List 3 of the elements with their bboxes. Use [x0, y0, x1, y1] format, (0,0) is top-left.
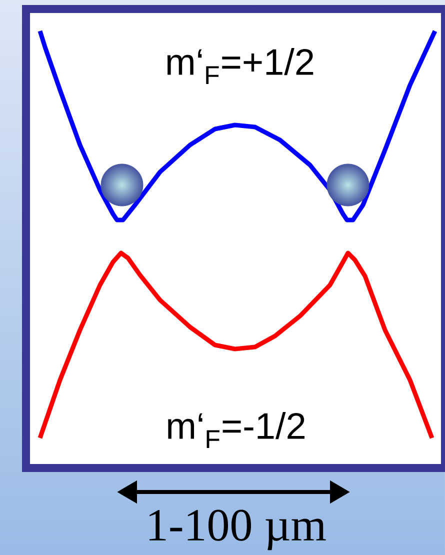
label: m‘$_{F}$=+1/2 [167, 48, 314, 84]
label: 1-100 µm [150, 510, 326, 550]
label: m‘$_{F}$=-1/2 [168, 412, 304, 448]
